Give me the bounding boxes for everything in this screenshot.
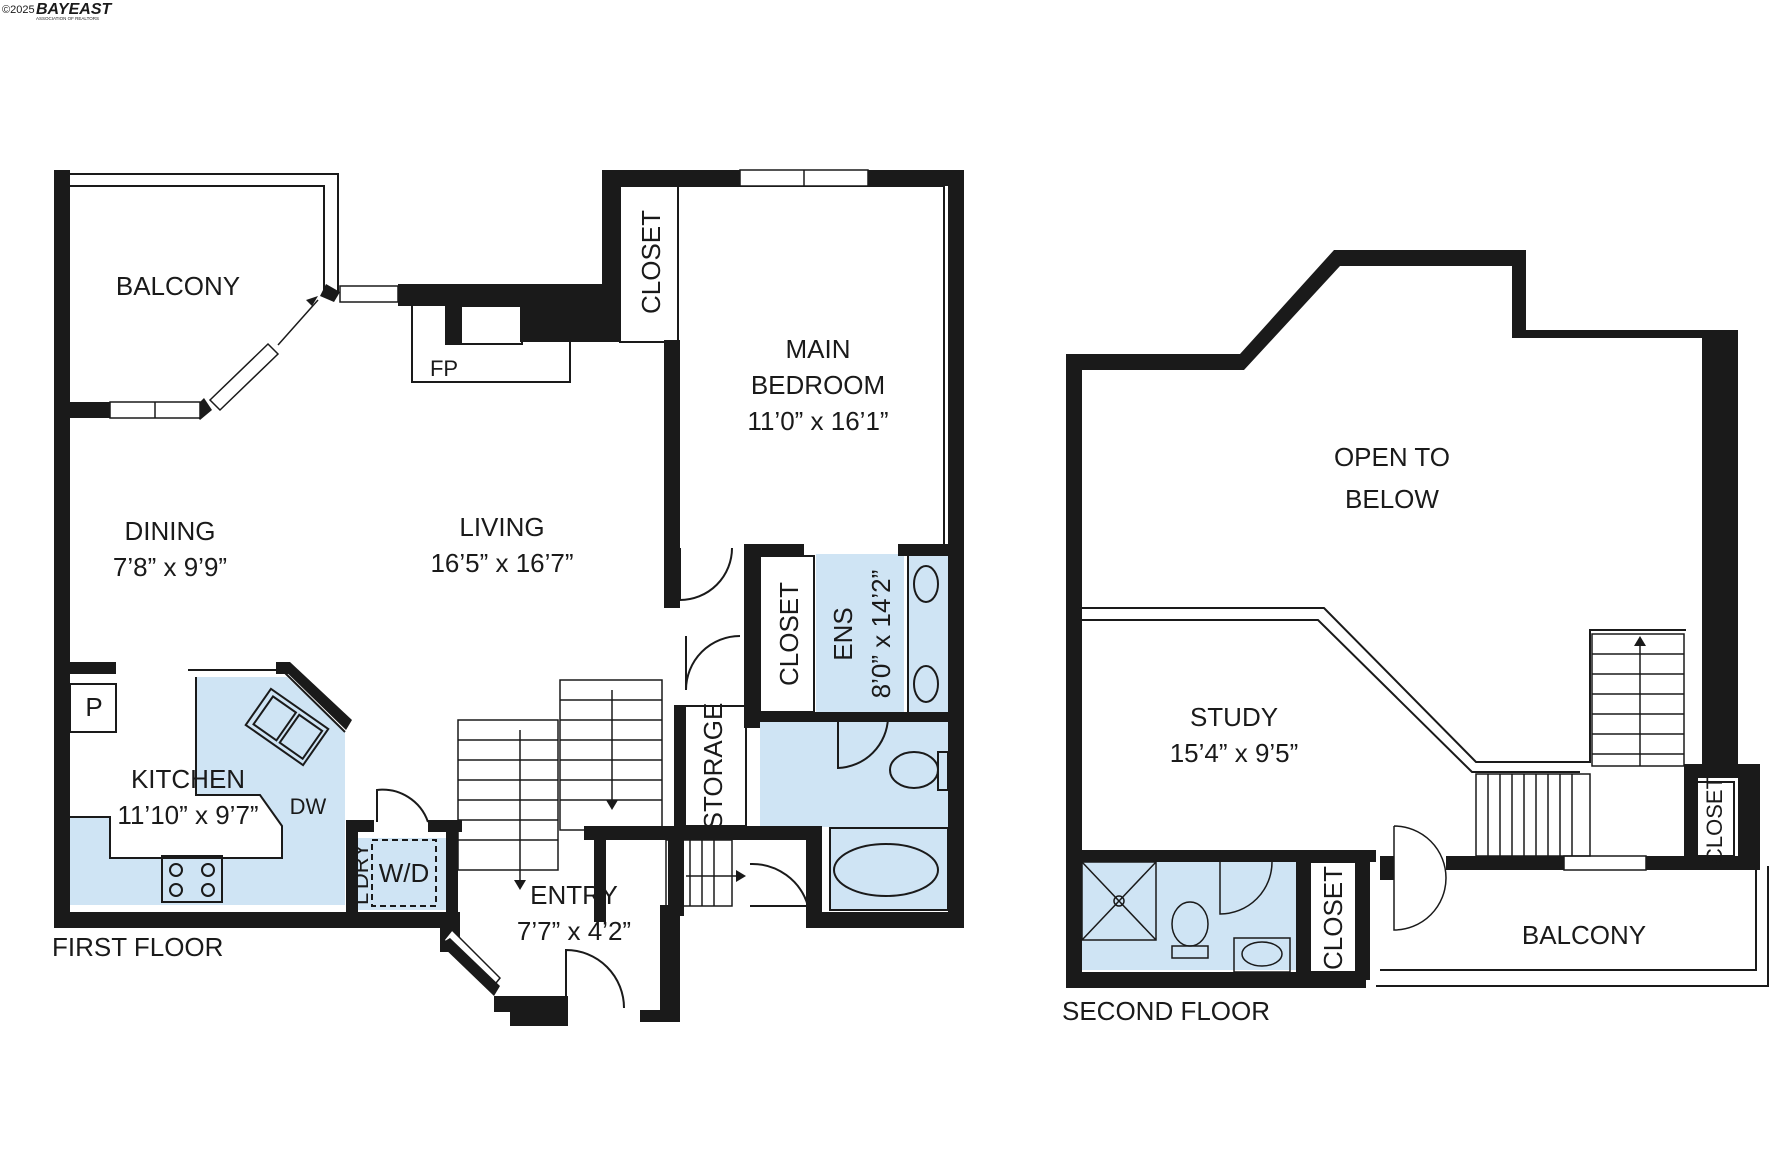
bath-area bbox=[1168, 858, 1296, 970]
label-kitchen-size: 11’10” x 9’7” bbox=[117, 800, 258, 830]
door-swings bbox=[376, 547, 889, 1009]
label-main-bedroom-size: 11’0” x 16’1” bbox=[747, 406, 888, 436]
second-floor: OPEN TO BELOW STUDY 15’4” x 9’5” CLOSET … bbox=[1062, 250, 1769, 1026]
pantry-frame bbox=[69, 683, 117, 733]
balcony-rail bbox=[70, 173, 339, 292]
label-balcony: BALCONY bbox=[116, 271, 240, 301]
kitchen-counter bbox=[65, 677, 345, 905]
watermark-copyright: ©2025 bbox=[2, 4, 35, 16]
label-main-bedroom-line2: BEDROOM bbox=[751, 370, 885, 400]
label-pantry: P bbox=[85, 692, 102, 722]
label-washer-dryer: W/D bbox=[379, 858, 430, 888]
closet-top-frame bbox=[619, 186, 679, 343]
label-dining-size: 7’8” x 9’9” bbox=[113, 552, 227, 582]
label-open-to-below-line2: BELOW bbox=[1345, 484, 1439, 514]
washer-dryer bbox=[371, 839, 437, 907]
label-dishwasher: DW bbox=[290, 794, 327, 819]
label-balcony-second: BALCONY bbox=[1522, 920, 1646, 950]
ensuite-toilet-area bbox=[760, 719, 948, 827]
closet-mid-frame bbox=[759, 555, 815, 713]
label-storage: STORAGE bbox=[698, 703, 728, 830]
open-below-rail-inner bbox=[1082, 619, 1580, 773]
first-floor-caption: FIRST FLOOR bbox=[52, 932, 223, 962]
label-ensuite-size: 8’0” x 14’2” bbox=[866, 570, 896, 699]
second-floor-walls bbox=[1066, 250, 1760, 988]
label-main-bedroom-line1: MAIN bbox=[786, 334, 851, 364]
watermark-brand-sub: ASSOCIATION OF REALTORS bbox=[36, 16, 99, 21]
label-living: LIVING bbox=[459, 512, 544, 542]
window-second-floor bbox=[1563, 855, 1647, 871]
kitchen-island-edge bbox=[65, 677, 283, 859]
label-closet-top: CLOSET bbox=[636, 210, 666, 314]
label-fireplace: FP bbox=[430, 356, 458, 381]
storage-frame bbox=[677, 705, 747, 827]
balcony-rail-inner bbox=[70, 185, 325, 290]
stairs-second-floor bbox=[1475, 633, 1685, 857]
kitchen-stove bbox=[161, 855, 223, 903]
kitchen-counter-edge bbox=[188, 669, 346, 733]
label-open-to-below-line1: OPEN TO bbox=[1334, 442, 1450, 472]
balcony-second-rail bbox=[1380, 870, 1757, 971]
kitchen-sink bbox=[244, 687, 330, 767]
bath-fixtures bbox=[1081, 825, 1447, 973]
label-closet-bottom: CLOSET bbox=[1318, 866, 1348, 970]
label-entry-size: 7’7” x 4’2” bbox=[517, 916, 631, 946]
label-living-size: 16’5” x 16’7” bbox=[430, 548, 573, 578]
label-ensuite: ENS bbox=[828, 607, 858, 660]
open-below-rail bbox=[1082, 607, 1686, 763]
first-floor-walls bbox=[54, 170, 964, 1026]
main-bedroom-frame bbox=[620, 185, 945, 544]
laundry-area bbox=[352, 838, 447, 910]
ensuite-fixtures bbox=[829, 554, 949, 911]
closet-right-frame bbox=[1691, 781, 1735, 857]
label-entry: ENTRY bbox=[530, 880, 618, 910]
closet-bottom-frame bbox=[1309, 861, 1357, 973]
balcony-second-rail-outer bbox=[1376, 866, 1769, 987]
fireplace-box bbox=[445, 305, 523, 345]
label-closet-mid: CLOSET bbox=[774, 582, 804, 686]
label-laundry: L’DRY bbox=[348, 843, 373, 905]
label-kitchen: KITCHEN bbox=[131, 764, 245, 794]
stairs-first-floor bbox=[457, 679, 736, 907]
fireplace-hearth bbox=[411, 301, 571, 383]
label-study-size: 15’4” x 9’5” bbox=[1170, 738, 1299, 768]
watermark-brand: BAYEAST bbox=[36, 1, 112, 18]
first-floor: BALCONY FP CLOSET MAIN BEDROOM 11’0” x 1… bbox=[52, 169, 964, 1026]
window-living bbox=[339, 285, 399, 303]
label-dining: DINING bbox=[125, 516, 216, 546]
ensuite-vanity bbox=[816, 554, 904, 719]
label-study: STUDY bbox=[1190, 702, 1278, 732]
label-closet-right: CLOSET bbox=[1702, 776, 1727, 864]
watermark: ©2025 BAYEAST ASSOCIATION OF REALTORS bbox=[2, 1, 112, 21]
bath-shower-area bbox=[1078, 858, 1168, 970]
window-dining-angled bbox=[208, 342, 280, 412]
second-floor-caption: SECOND FLOOR bbox=[1062, 996, 1270, 1026]
